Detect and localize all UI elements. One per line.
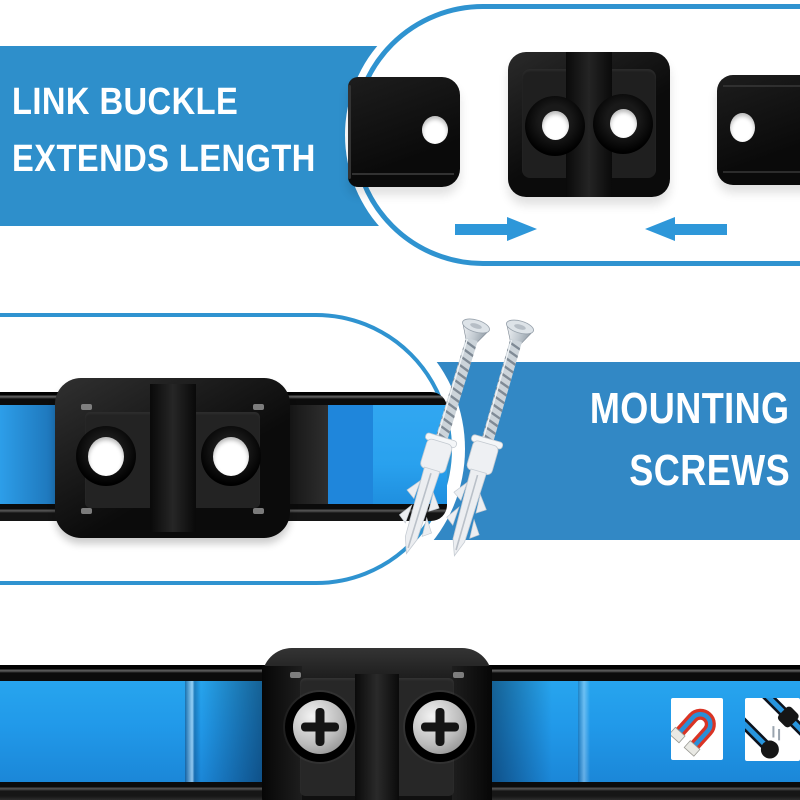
rail-link-icon [745,698,800,759]
arrow-head [507,217,537,241]
mounting-screw-with-anchor [398,318,490,555]
rail-end-right-ledge [723,171,800,173]
link-buckle-installed [262,648,492,800]
buckle-center-post [355,674,399,800]
arrow-shaft [455,224,508,235]
arrow-shaft [674,224,727,235]
magnet-icon [671,708,716,757]
rail-link-feature-thumb [745,698,800,761]
mounting-text-line2: SCREWS [629,446,790,495]
buckle-tab [253,508,264,514]
rail-end-left-ledge [352,173,454,175]
phillips-screw-icon [405,692,475,762]
screw-hole-boss [201,426,261,486]
buckle-tab [81,404,92,410]
screw-hole-boss [593,94,653,154]
rail-blue-medium-segment [328,405,373,504]
arrow-left-icon [645,217,727,242]
phillips-screw-icon [285,692,355,762]
mounting-screw-with-anchor [446,319,535,557]
rail-end-right-ledge [723,85,800,87]
screw-hole [542,111,569,140]
magnet-feature-thumb [671,698,723,760]
screw-hole-boss [76,426,136,486]
banner-text-line1: LINK BUCKLE [12,81,239,123]
arrow-head [645,217,675,241]
banner-text-line2: EXTENDS LENGTH [12,138,316,180]
rail-seam [578,681,590,782]
screw-cross-slot [301,722,339,732]
screw-hole [610,109,637,138]
rail-end-right-photo [717,75,800,185]
screw-cross-slot [421,722,459,732]
rail-end-left-photo [348,77,460,187]
buckle-tab [453,672,464,678]
rail-shadow [200,681,262,782]
screw-hole [213,437,249,476]
rail-end-left-edge-highlight [348,85,351,179]
mounting-text-line1: MOUNTING [590,384,790,433]
buckle-tab [81,508,92,514]
screw-hole [730,113,755,142]
screw-hole [88,437,124,476]
link-buckle-on-rail [55,378,290,538]
link-buckle-photo [508,52,670,197]
rail-joint-dark-segment [290,405,328,504]
arrow-right-icon [455,217,537,242]
buckle-tab [290,672,301,678]
buckle-tab [253,404,264,410]
screw-hole-boss [525,96,585,156]
rail-blue-segment [0,405,55,504]
rail-shadow [492,681,552,782]
buckle-center-post [149,384,196,532]
rail-seam [185,681,201,782]
screw-hole [422,116,448,144]
